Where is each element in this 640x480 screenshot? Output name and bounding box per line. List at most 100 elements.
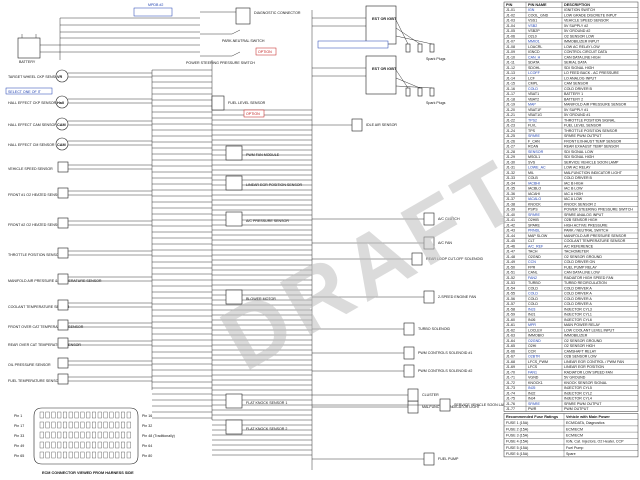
connector-pin [51, 451, 56, 459]
pin-table-cell: J1-09 [506, 50, 515, 54]
component-icon-service-lamp [439, 398, 451, 412]
pin-table-cell: COOLANT TEMPERATURE SENSOR [564, 239, 626, 243]
sensor-rear-o2: FRONT #2 O2 HEATED SENSOR [8, 217, 152, 229]
pin-table-cell: LINEAR EGR POSITION [564, 365, 604, 369]
connector-pin [57, 441, 62, 449]
component-icon-blower [225, 289, 243, 305]
fuel-level-label: FUEL LEVEL SENSOR [228, 101, 266, 105]
pin-table-cell: MPR [528, 323, 536, 327]
connector-pin [97, 431, 102, 439]
pin-label-left: Pin 49 [14, 444, 24, 448]
pin-table-cell: COLD [528, 292, 538, 296]
pin-table-cell: LCOFF [528, 71, 541, 75]
pin-table-cell: J1-37 [506, 197, 515, 201]
sensor-label-vss: VEHICLE SPEED SENSOR [8, 167, 53, 171]
pin-table-header: DESCRIPTION [564, 3, 590, 7]
component-linear-egr: LINEAR EGR POSITION SENSOR [225, 175, 303, 191]
connector-pin [109, 411, 114, 419]
pin-table-cell: J1-47 [506, 250, 515, 254]
option-box-2 [243, 109, 265, 118]
pin-table-cell: IACBLO [528, 187, 541, 191]
pin-label-left: Pin 1 [14, 414, 22, 418]
pin-table-cell: J1-21 [506, 113, 515, 117]
fuse-table-cell: FUSE 3 (15A) [506, 434, 528, 438]
pin-table-cell: SDATA [528, 61, 540, 65]
pin-table-cell: FRONT EXHAUST TEMP SENSOR [564, 139, 622, 143]
connector-pin [86, 411, 91, 419]
pin-table-cell: FUEL PUMP RELAY [564, 265, 597, 269]
pin-table-cell: PARK / NEUTRAL SWITCH [564, 229, 609, 233]
pin-table-cell: LCF [528, 76, 536, 80]
component-label-ac-clutch: A/C CLUTCH [438, 217, 460, 221]
connector-pin [74, 431, 79, 439]
component-cluster: CLUSTER [312, 388, 439, 402]
component-icon-pwm-ctrl-1 [403, 346, 415, 360]
pin-table-cell: CAN DATA LINE LOW [564, 271, 600, 275]
pin-table-cell: VBAT1F [528, 108, 542, 112]
pin-table-cell: IMMOBILIZER [564, 334, 588, 338]
component-ac-fan: A/C FAN [312, 236, 452, 250]
option-box-1 [255, 47, 277, 56]
diagnostic-label: DIAGNOSTIC CONNECTOR [254, 11, 301, 15]
pin-table-header: PIN [506, 3, 513, 7]
component-icon-cluster [407, 388, 419, 402]
pin-table-cell: J1-34 [506, 181, 515, 185]
connector-pin [39, 421, 44, 429]
pin-table-cell: INJ2 [528, 391, 535, 395]
fuse-table-cell: ECM/ECM [566, 434, 583, 438]
fuse-table-cell: IGN, Cat. Injectors, O2 Heater, CCP [566, 440, 624, 444]
component-turbo-sol: TURBO SOLENOID [312, 322, 451, 336]
sensor-label-rear-cat: REAR OVER CAT TEMPERATURE SENSOR [8, 343, 81, 347]
pin-table-cell: J1-50 [506, 265, 515, 269]
sensor-label-tps: THROTTLE POSITION SENSOR [8, 253, 62, 257]
pin-table-cell: FAN2 [528, 276, 537, 280]
connector-pin [39, 431, 44, 439]
pin-table-cell: COLD DRIVER B [564, 87, 593, 91]
pin-table-cell: J1-14 [506, 76, 515, 80]
pin-table-cell: J1-36 [506, 192, 515, 196]
pin-table-cell: J1-07 [506, 40, 515, 44]
connector-pin [86, 431, 91, 439]
component-label-blower: BLOWER MOTOR [246, 297, 276, 301]
pin-table-cell: KNOCK [528, 202, 541, 206]
pin-table-cell: CCR [528, 349, 536, 353]
component-ac-clutch: A/C CLUTCH [312, 212, 460, 226]
pin-table-cell: J1-38 [506, 202, 515, 206]
connector-pin [103, 431, 108, 439]
pin-table-cell: BATTERY 2 [564, 97, 583, 101]
pin-table-cell: J1-08 [506, 45, 515, 49]
connector-pin [121, 441, 125, 449]
pin-table-cell: INJ5 [528, 386, 535, 390]
pin-table-cell: SDI SIGNAL LOW [564, 150, 594, 154]
est-label-b: EST OR IGBT [372, 67, 397, 71]
pin-table-cell: J1-12 [506, 66, 515, 70]
connector-pin [74, 441, 79, 449]
connector-pin [63, 441, 67, 449]
mpdb-label: MPDB #2 [148, 3, 163, 7]
pin-table-cell: J1-17 [506, 92, 515, 96]
fuse-table-cell: ECM/ECM [566, 427, 583, 431]
sensor-icon-coolant [57, 299, 69, 311]
pin-table-cell: 5V GROUND #2 [564, 29, 590, 33]
pin-table-cell: J1-46 [506, 244, 515, 248]
pin-table-cell: J1-20 [506, 108, 515, 112]
connector-pin [45, 451, 50, 459]
battery-icon [17, 37, 41, 59]
connector-pin [126, 441, 131, 449]
connector-pin [57, 421, 62, 429]
pin-table-cell: COLD [528, 302, 538, 306]
pin-table-cell: LOACRL [528, 45, 542, 49]
diagnostic-connector-icon [235, 7, 251, 25]
pin-table-cell: SENSOR [528, 150, 544, 154]
pin-table-cell: TPS [528, 129, 536, 133]
connector-pin [51, 421, 56, 429]
connector-pin [39, 451, 44, 459]
pin-table-cell: IAC A HIGH [564, 192, 583, 196]
pin-table-cell: FPR [528, 265, 536, 269]
connector-pin [92, 451, 96, 459]
pin-table-cell: LOW GRADE DISCRETE INPUT [564, 13, 618, 17]
select-coil-box [317, 40, 389, 49]
pin-table-cell: O2B SENSOR LOW [564, 355, 597, 359]
pin-table-cell: FUEL LEVEL SENSOR [564, 124, 602, 128]
